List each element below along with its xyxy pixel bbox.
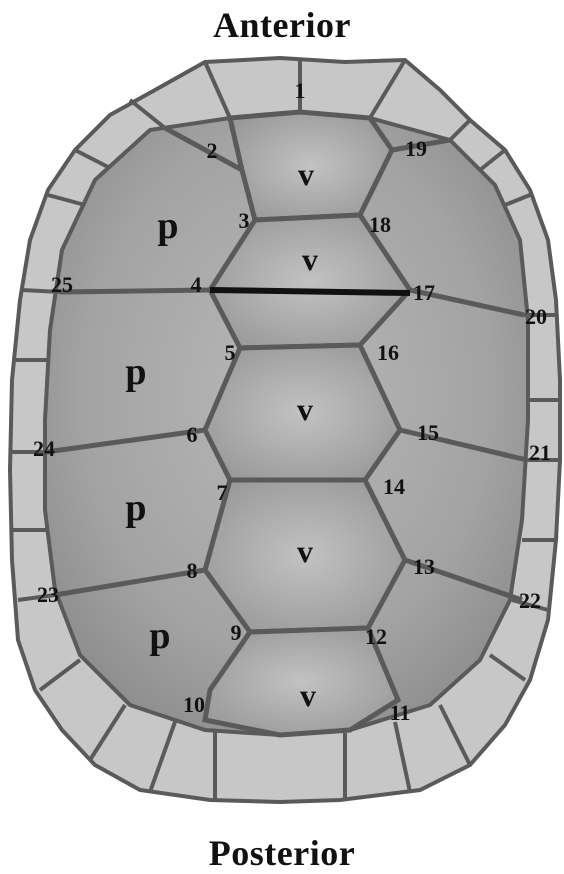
landmark-1: 1	[295, 78, 306, 103]
pleural-label-4: p	[149, 615, 170, 657]
landmark-6: 6	[187, 422, 198, 447]
landmark-19: 19	[405, 136, 427, 161]
landmark-23: 23	[37, 582, 59, 607]
pleural-label-2: p	[125, 351, 146, 393]
landmark-11: 11	[390, 700, 411, 725]
landmark-9: 9	[231, 620, 242, 645]
landmark-8: 8	[187, 558, 198, 583]
vertebral-label-4: v	[297, 533, 313, 569]
posterior-label: Posterior	[0, 832, 564, 874]
landmark-14: 14	[383, 474, 405, 499]
landmark-15: 15	[417, 420, 439, 445]
landmark-22: 22	[519, 588, 541, 613]
landmark-12: 12	[365, 624, 387, 649]
landmark-7: 7	[217, 480, 228, 505]
landmark-10: 10	[183, 692, 205, 717]
landmark-18: 18	[369, 212, 391, 237]
pleural-label-3: p	[125, 487, 146, 529]
vertebral-label-3: v	[297, 391, 313, 427]
landmark-16: 16	[377, 340, 399, 365]
landmark-5: 5	[225, 340, 236, 365]
landmark-4: 4	[191, 272, 202, 297]
vertebral-label-2: v	[302, 241, 318, 277]
landmark-13: 13	[413, 554, 435, 579]
pleural-label-1: p	[157, 205, 178, 247]
measurement-line	[210, 290, 410, 293]
landmark-24: 24	[33, 436, 55, 461]
vertebral-label-1: v	[298, 156, 314, 192]
landmark-25: 25	[51, 272, 73, 297]
landmark-20: 20	[525, 304, 547, 329]
vertebral-label-5: v	[300, 677, 316, 713]
landmark-3: 3	[239, 208, 250, 233]
landmark-17: 17	[413, 280, 435, 305]
landmark-21: 21	[529, 440, 551, 465]
landmark-2: 2	[207, 138, 218, 163]
